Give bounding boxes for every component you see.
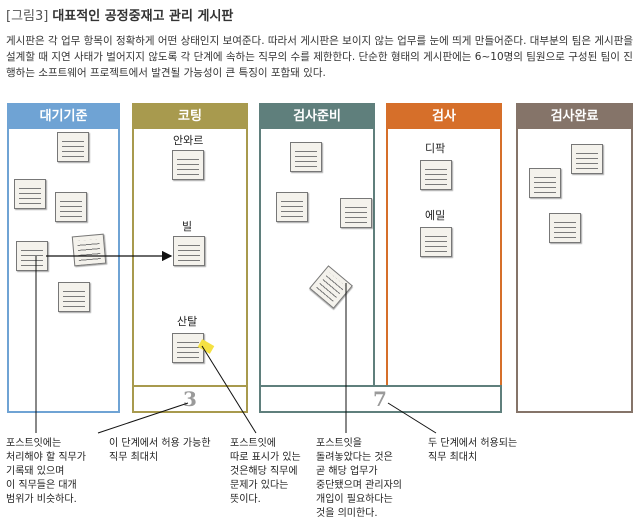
callout-stage-limit: 이 단계에서 허용 가능한 직무 최대치 — [109, 438, 211, 463]
review-wip-limit: 7 — [373, 387, 387, 411]
column-review-prep-header: 검사준비 — [261, 105, 373, 129]
label-anwaru: 안와르 — [173, 134, 204, 147]
leader-line-2 — [97, 402, 189, 434]
sticky-note-icon — [55, 192, 87, 222]
figure-title-text: 대표적인 공정중재고 관리 게시판 — [52, 9, 234, 24]
sticky-note-icon — [172, 150, 204, 180]
leader-line-5 — [387, 402, 437, 434]
sticky-note-icon — [276, 192, 308, 222]
label-emil: 에밀 — [425, 209, 446, 222]
callout-rotated-note: 포스트잇을 돌려놓았다는 것은 곧 해당 업무가 중단됐으며 관리자의 개입이 … — [316, 438, 402, 519]
sticky-note-icon — [571, 144, 603, 174]
callout-two-stage-limit: 두 단계에서 허용되는 직무 최대치 — [428, 438, 518, 463]
column-done-header: 검사완료 — [518, 105, 631, 129]
column-waiting: 대기기준 — [7, 103, 120, 413]
sticky-note-icon — [549, 213, 581, 243]
callout-note-tasks: 포스트잇에는 처리해야 할 직무가 기록돼 있으며 이 직무들은 대개 범위가 … — [6, 438, 86, 505]
column-review-header: 검사 — [388, 105, 500, 129]
column-coding-header: 코팅 — [134, 105, 246, 129]
figure-title: [그림3]대표적인 공정중재고 관리 게시판 — [6, 5, 233, 24]
column-waiting-header: 대기기준 — [9, 105, 118, 129]
coding-wip-limit: 3 — [183, 387, 197, 411]
column-done: 검사완료 — [516, 103, 633, 413]
sticky-note-icon — [290, 142, 322, 172]
sticky-note-icon — [420, 227, 452, 257]
column-coding: 코팅 — [132, 103, 248, 387]
sticky-note-icon — [173, 236, 205, 266]
sticky-note-icon — [340, 198, 372, 228]
sticky-note-icon — [16, 241, 48, 271]
sticky-note-icon — [172, 333, 204, 363]
review-wip-box — [259, 385, 502, 413]
sticky-note-icon — [57, 132, 89, 162]
label-bil: 빌 — [182, 220, 193, 233]
callout-problem-mark: 포스트잇에 따로 표시가 있는 것은해당 직무에 문제가 있다는 뜻이다. — [230, 438, 301, 505]
sticky-note-icon — [529, 168, 561, 198]
figure-tag: [그림3] — [6, 9, 49, 24]
coding-wip-box — [132, 385, 248, 413]
intro-paragraph: 게시판은 각 업무 항목이 정확하게 어떤 상태인지 보여준다. 따라서 게시판… — [6, 35, 634, 79]
sticky-note-icon — [420, 160, 452, 190]
sticky-note-icon — [14, 179, 46, 209]
label-santal: 산탈 — [177, 315, 198, 328]
sticky-note-icon — [58, 282, 90, 312]
label-dipak: 디팍 — [425, 142, 446, 155]
leader-line-3 — [201, 345, 257, 434]
